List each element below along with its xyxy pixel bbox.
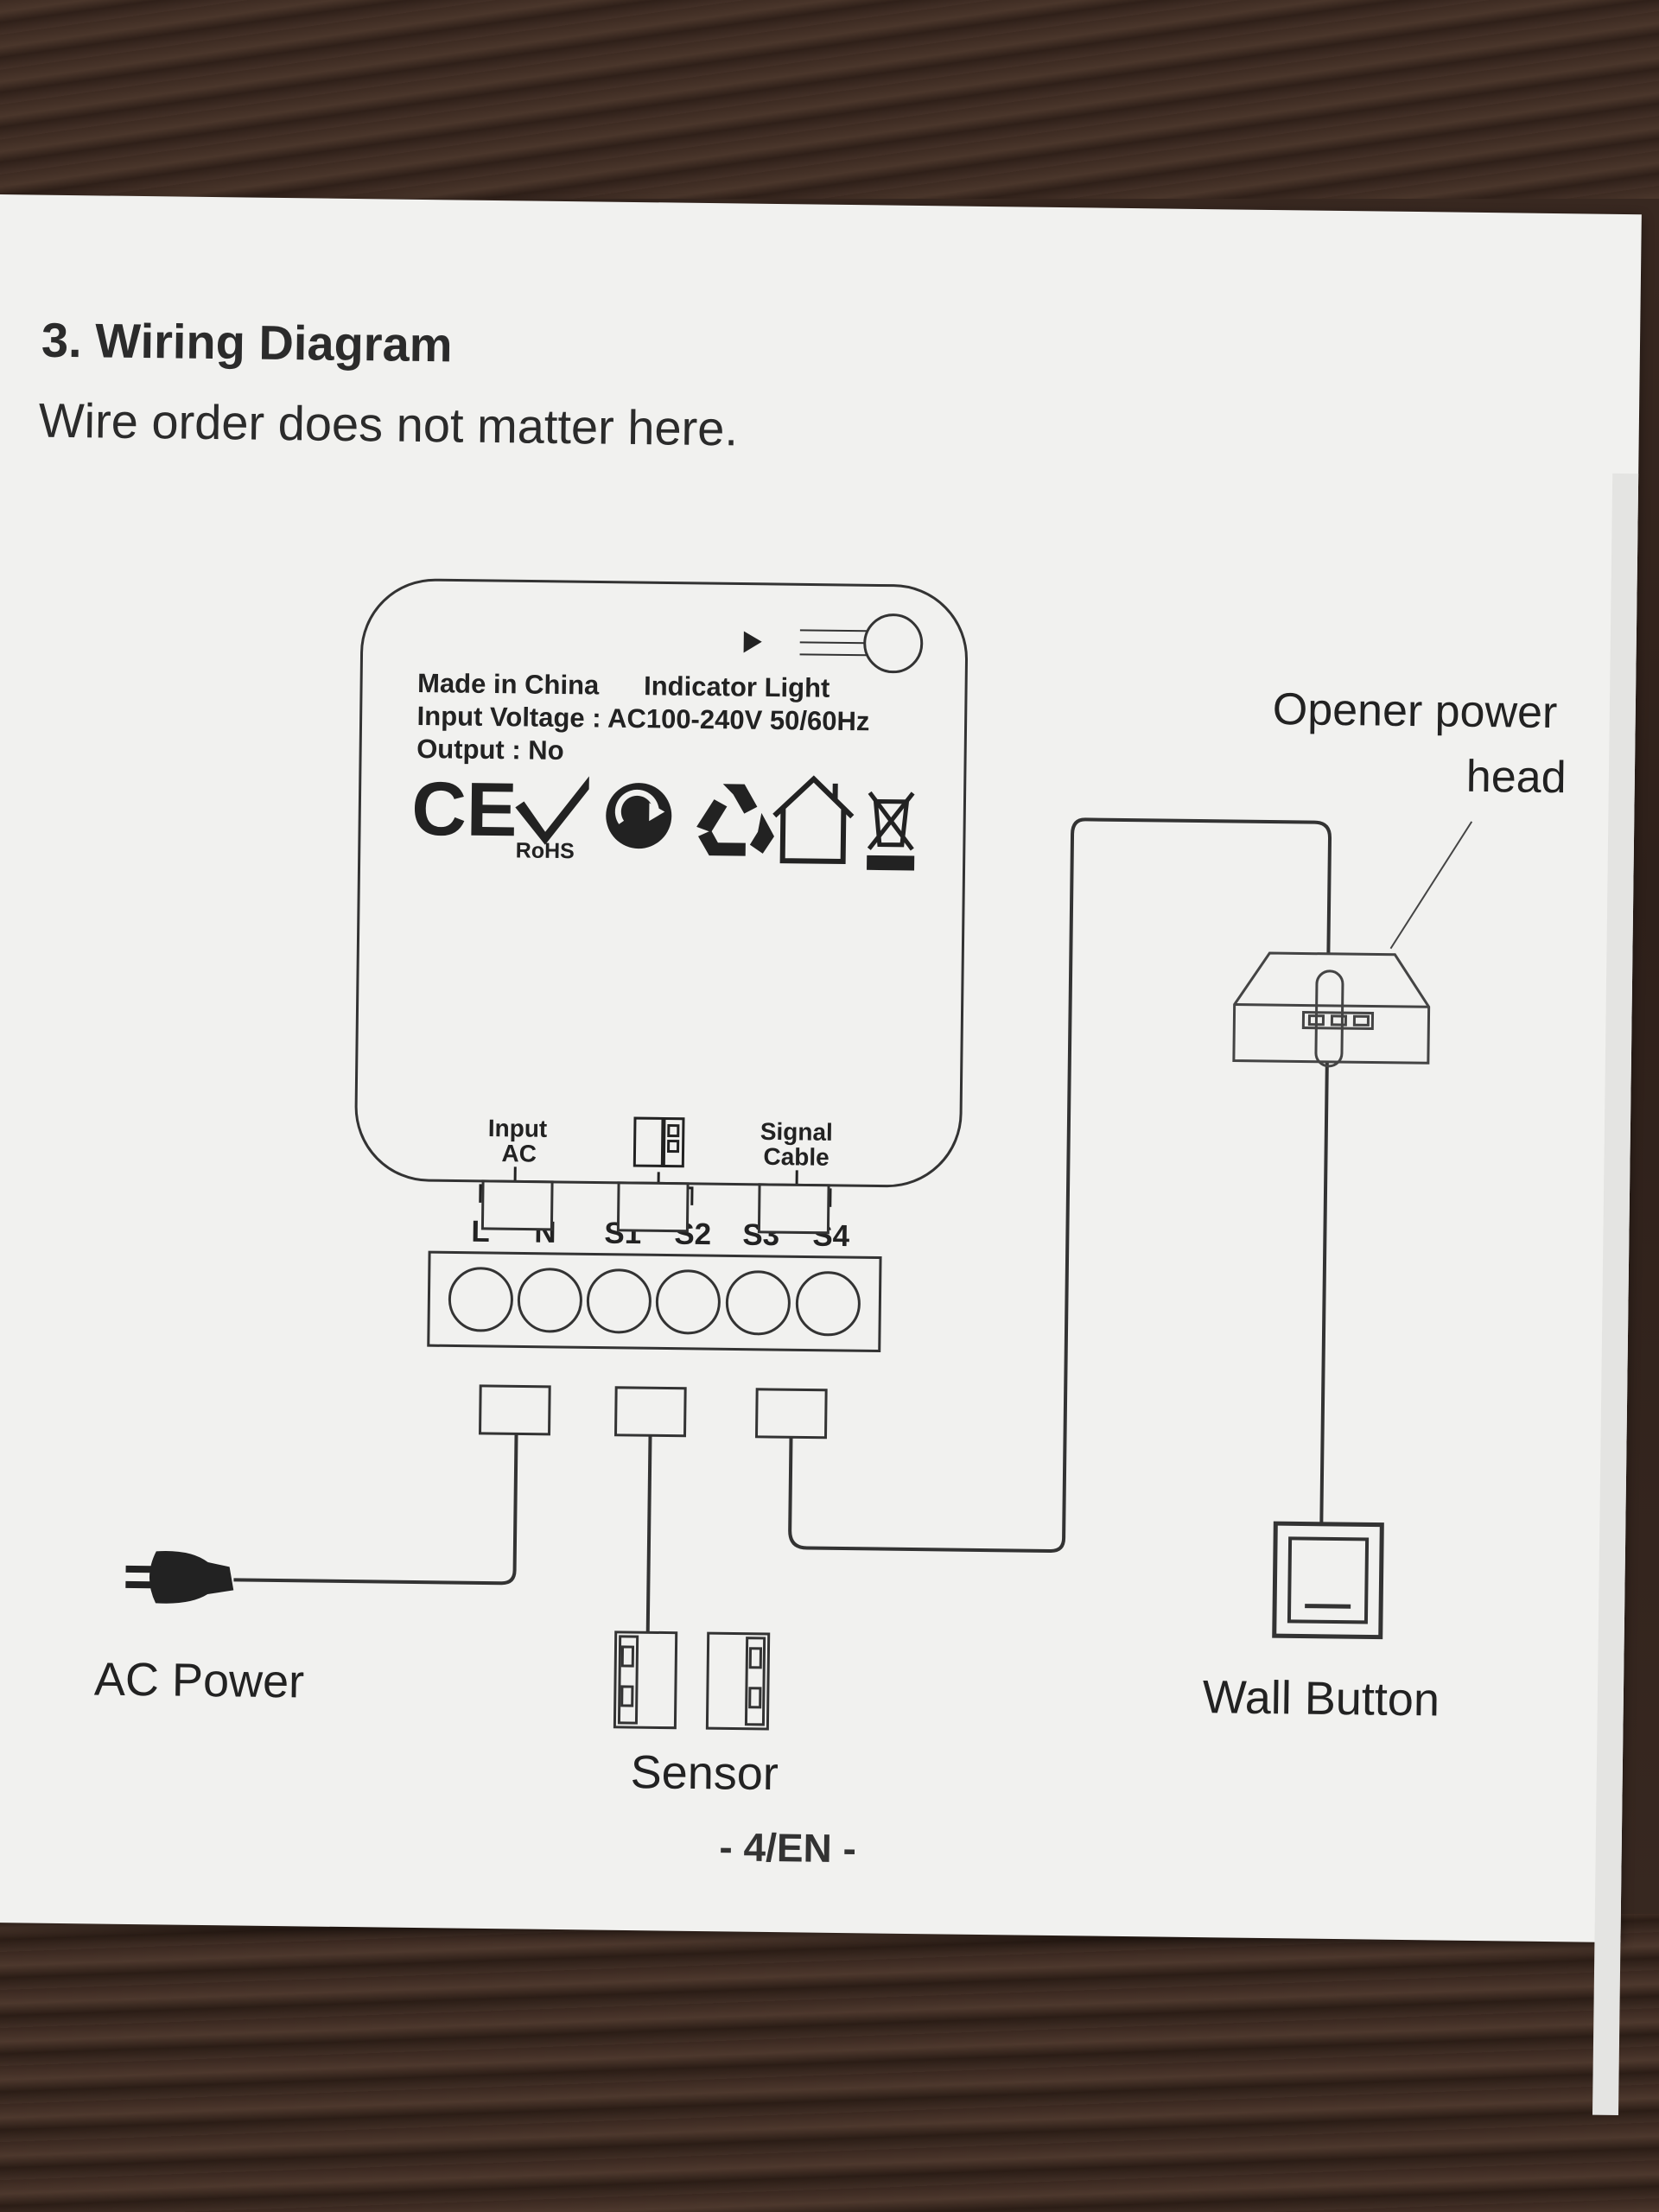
- cable-glands: [480, 1179, 830, 1235]
- rohs-label: RoHS: [516, 838, 575, 863]
- weee-bin-icon: [867, 791, 915, 871]
- svg-text:CE: CE: [411, 766, 518, 852]
- input-ac-label-2: AC: [501, 1140, 537, 1166]
- opener-head-label: head: [1466, 752, 1567, 803]
- wires: [233, 817, 1332, 1633]
- rohs-check-icon: [515, 776, 589, 845]
- indicator-light-label: Indicator Light: [644, 671, 830, 703]
- house-icon: [772, 775, 855, 865]
- recycle-icon: [696, 784, 774, 856]
- wiring-diagram: Made in China Indicator Light Input Volt…: [94, 578, 1567, 1800]
- terminal-block: [427, 1250, 882, 1353]
- signal-cable-label-2: Cable: [763, 1143, 830, 1171]
- opener-leader-line: [1389, 821, 1473, 950]
- wall-button-icon: [1272, 1521, 1384, 1640]
- output-label: Output : No: [416, 734, 564, 766]
- sensor-label: Sensor: [630, 1746, 779, 1800]
- input-ac-label: Input: [488, 1115, 548, 1142]
- wooden-table-top: [0, 0, 1659, 199]
- indicator-light-icon: [743, 613, 924, 674]
- wooden-table-bottom: [0, 1914, 1659, 2212]
- ac-plug-icon: [125, 1550, 234, 1604]
- terminal-screws: [448, 1267, 861, 1337]
- ce-mark-icon: CE: [411, 766, 518, 852]
- manual-page: 3. Wiring Diagram Wire order does not ma…: [0, 194, 1642, 2116]
- made-in-label: Made in China: [417, 668, 600, 701]
- signal-cable-label: Signal: [760, 1118, 833, 1146]
- input-voltage-label: Input Voltage : AC100-240V 50/60Hz: [416, 701, 869, 736]
- sensor-icon: [613, 1630, 771, 1731]
- wall-button-label: Wall Button: [1202, 1671, 1440, 1726]
- door-sensor-icon: [632, 1116, 685, 1168]
- green-dot-icon: [606, 783, 672, 849]
- opener-power-label: Opener power: [1272, 684, 1557, 738]
- opener-power-head-icon: [1232, 951, 1431, 1068]
- ac-power-label: AC Power: [94, 1653, 305, 1707]
